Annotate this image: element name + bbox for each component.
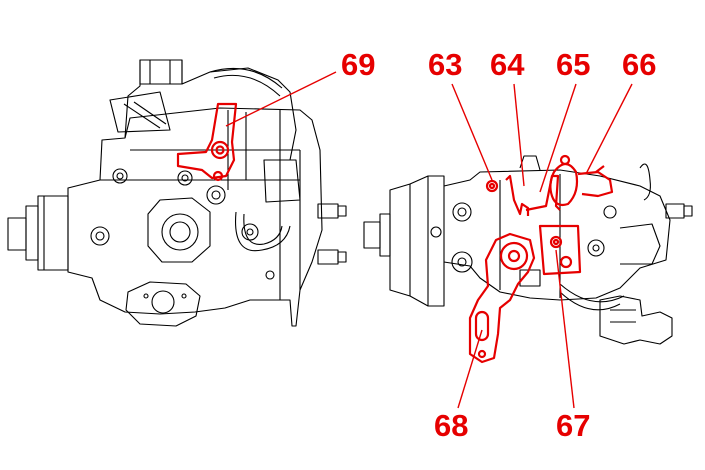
callout-63: 63 — [428, 47, 462, 82]
part-64-highlight — [505, 174, 530, 216]
part-67-highlight — [538, 224, 582, 276]
callout-68: 68 — [434, 408, 468, 443]
right-pump-drawing — [363, 155, 693, 345]
part-63-highlight — [485, 179, 499, 193]
callout-69: 69 — [341, 47, 375, 82]
leader-67 — [555, 249, 575, 409]
leader-64 — [513, 83, 525, 187]
left-pump-drawing — [7, 59, 347, 327]
callout-66: 66 — [622, 47, 656, 82]
leader-lines — [225, 71, 633, 409]
leader-65 — [539, 83, 577, 193]
part-66-highlight — [549, 154, 614, 207]
callout-labels: 69 63 64 65 66 67 68 — [341, 47, 656, 443]
leader-69 — [225, 71, 337, 127]
callout-64: 64 — [490, 47, 525, 82]
leader-63 — [451, 83, 493, 181]
callout-65: 65 — [556, 47, 590, 82]
part-65-highlight — [525, 174, 561, 212]
leader-68 — [457, 329, 483, 409]
part-69-highlight — [176, 102, 238, 182]
part-68-highlight — [468, 232, 536, 364]
right-pump-highlights — [468, 154, 614, 364]
callout-67: 67 — [556, 408, 590, 443]
leader-66 — [585, 83, 633, 175]
